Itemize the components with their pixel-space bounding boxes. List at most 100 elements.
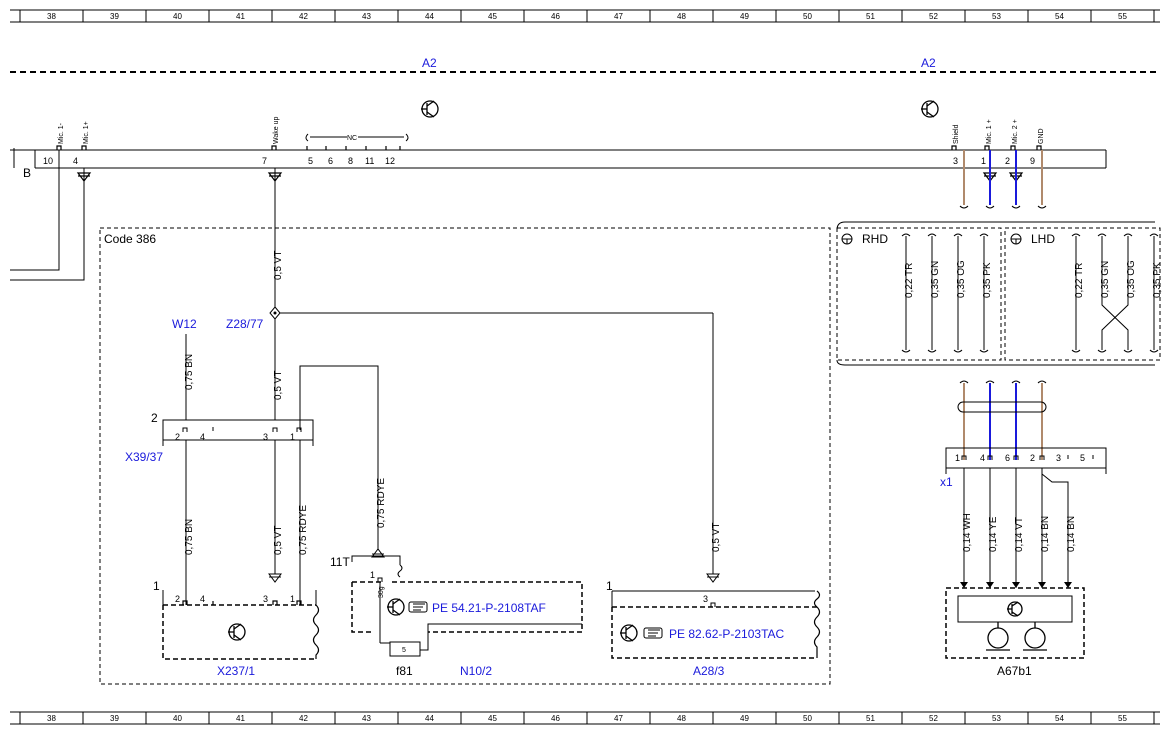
svg-text:2: 2: [1030, 453, 1035, 463]
ruler-top-column-label: 52: [929, 12, 938, 21]
svg-text:10: 10: [43, 156, 53, 166]
svg-text:5: 5: [1080, 453, 1085, 463]
a2-left-ecu-icon: [421, 100, 439, 118]
ruler-bottom-column-label: 38: [47, 714, 56, 723]
svg-text:3: 3: [1056, 453, 1061, 463]
svg-text:1: 1: [981, 156, 986, 166]
a67b1-ecu-block: [957, 595, 1073, 623]
svg-text:2: 2: [175, 594, 180, 604]
bus-b-label: B: [23, 166, 31, 180]
svg-text:3: 3: [263, 594, 268, 604]
x39-37-pins: 2 4 3 1: [175, 432, 295, 442]
a28-ref-hand-icon: [643, 627, 663, 639]
svg-text:0,14 BN: 0,14 BN: [1040, 516, 1051, 552]
n10-2-label: N10/2: [460, 664, 492, 678]
a28-pin-marker: [710, 602, 716, 607]
n10-ref-link[interactable]: PE 54.21-P-2108TAF: [432, 601, 546, 615]
ruler-bottom-column-label: 45: [488, 714, 497, 723]
a2-right-label: A2: [921, 56, 936, 70]
a28-3-component: [611, 590, 821, 659]
a2-pin-numbers: 10 4 7 5 6 8 11 12 3 1 2 9: [43, 156, 1035, 166]
svg-text:0,35 PK: 0,35 PK: [982, 262, 993, 298]
svg-text:0,14 VT: 0,14 VT: [1014, 517, 1025, 552]
ruler-bottom-column-label: 49: [740, 714, 749, 723]
x1-label: x1: [940, 475, 953, 489]
ruler-top-column-label: 54: [1055, 12, 1064, 21]
a28-3-ecu-icon: [620, 624, 638, 642]
x237-1-num: 1: [153, 579, 160, 593]
code-386-label: Code 386: [104, 232, 156, 246]
n10-pin-1: 1: [370, 570, 375, 580]
ruler-top-column-label: 47: [614, 12, 623, 21]
n10-2-component: [351, 581, 583, 633]
x1-input-wires: [963, 383, 1043, 460]
lhd-label: LHD: [1031, 232, 1055, 246]
svg-text:1: 1: [955, 453, 960, 463]
ruler-top-column-label: 41: [236, 12, 245, 21]
svg-text:Mic. 1-: Mic. 1-: [58, 122, 65, 144]
svg-text:5: 5: [308, 156, 313, 166]
ruler-top-column-label: 42: [299, 12, 308, 21]
a67b1-module: [945, 587, 1085, 659]
x1-output-arrows: [960, 582, 1072, 588]
x39-37-num: 2: [151, 411, 158, 425]
svg-text:Mic. 1+: Mic. 1+: [83, 121, 90, 144]
lhd-variant-icon: [1010, 233, 1022, 245]
wire-vt-a28-label: 0,5 VT: [711, 523, 722, 552]
wire-vt-mid-label: 0,5 VT: [273, 371, 284, 400]
wire-rdye-n10-label: 0,75 RDYE: [376, 478, 387, 528]
svg-text:8: 8: [348, 156, 353, 166]
ruler-bottom-column-label: 42: [299, 714, 308, 723]
ruler-top-column-label: 40: [173, 12, 182, 21]
wire-bn-top-label: 0,75 BN: [184, 354, 195, 390]
a67b1-ecu-icon: [1007, 601, 1023, 617]
svg-text:0,22 TR: 0,22 TR: [1074, 263, 1085, 298]
svg-text:Mic. 2 +: Mic. 2 +: [1012, 119, 1019, 144]
svg-text:9: 9: [1030, 156, 1035, 166]
ruler-bottom-column-label: 46: [551, 714, 560, 723]
svg-text:11: 11: [365, 156, 374, 166]
svg-text:0,35 GN: 0,35 GN: [930, 261, 941, 298]
svg-text:Mic. 1 +: Mic. 1 +: [986, 119, 993, 144]
lhd-wires: [1071, 233, 1159, 353]
ruler-bottom-column-label: 51: [866, 714, 875, 723]
a2-right-wires: [963, 150, 1043, 205]
lhd-variant-box: [1004, 227, 1161, 361]
svg-text:2: 2: [1005, 156, 1010, 166]
svg-text:0,22 TR: 0,22 TR: [904, 263, 915, 298]
rhd-variant-icon: [841, 233, 853, 245]
n10-pin-marker: [377, 577, 383, 582]
a2-connector-strip: [10, 148, 1107, 169]
a28-ref-link[interactable]: PE 82.62-P-2103TAC: [669, 627, 785, 641]
ruler-bottom-column-label: 40: [173, 714, 182, 723]
a28-3-pin-3: 3: [703, 594, 708, 604]
microphone-1-icon: [986, 622, 1010, 651]
w12-label: W12: [172, 317, 197, 331]
rhd-label: RHD: [862, 232, 888, 246]
n10-11t-arrow-icon: [371, 548, 385, 558]
svg-text:1: 1: [290, 594, 295, 604]
rhd-variant-box: [836, 227, 1002, 361]
svg-text:4: 4: [73, 156, 78, 166]
svg-text:Shield: Shield: [953, 124, 960, 144]
svg-text:2: 2: [175, 432, 180, 442]
f81-fuse: [389, 641, 421, 657]
a2-left-label: A2: [422, 56, 437, 70]
t11-label: 11T: [330, 555, 350, 569]
a2-right-wire-breaks: [959, 205, 1047, 209]
ruler-bottom-column-label: 47: [614, 714, 623, 723]
ruler-top-column-label: 53: [992, 12, 1001, 21]
svg-text:4: 4: [200, 432, 205, 442]
a28-3-num: 1: [606, 579, 613, 593]
n10-ref-hand-icon: [408, 601, 428, 613]
f81-label: f81: [396, 664, 413, 678]
x237-1-label: X237/1: [217, 664, 255, 678]
x39-37-label: X39/37: [125, 450, 163, 464]
svg-text:Wake up: Wake up: [273, 117, 280, 144]
x1-output-wires: [963, 468, 1069, 588]
a2-pin-markers: [56, 145, 1042, 150]
ruler-bottom-column-label: 44: [425, 714, 434, 723]
a28-vt-arrow-icon: [706, 573, 720, 583]
svg-text:GND: GND: [1038, 128, 1045, 144]
